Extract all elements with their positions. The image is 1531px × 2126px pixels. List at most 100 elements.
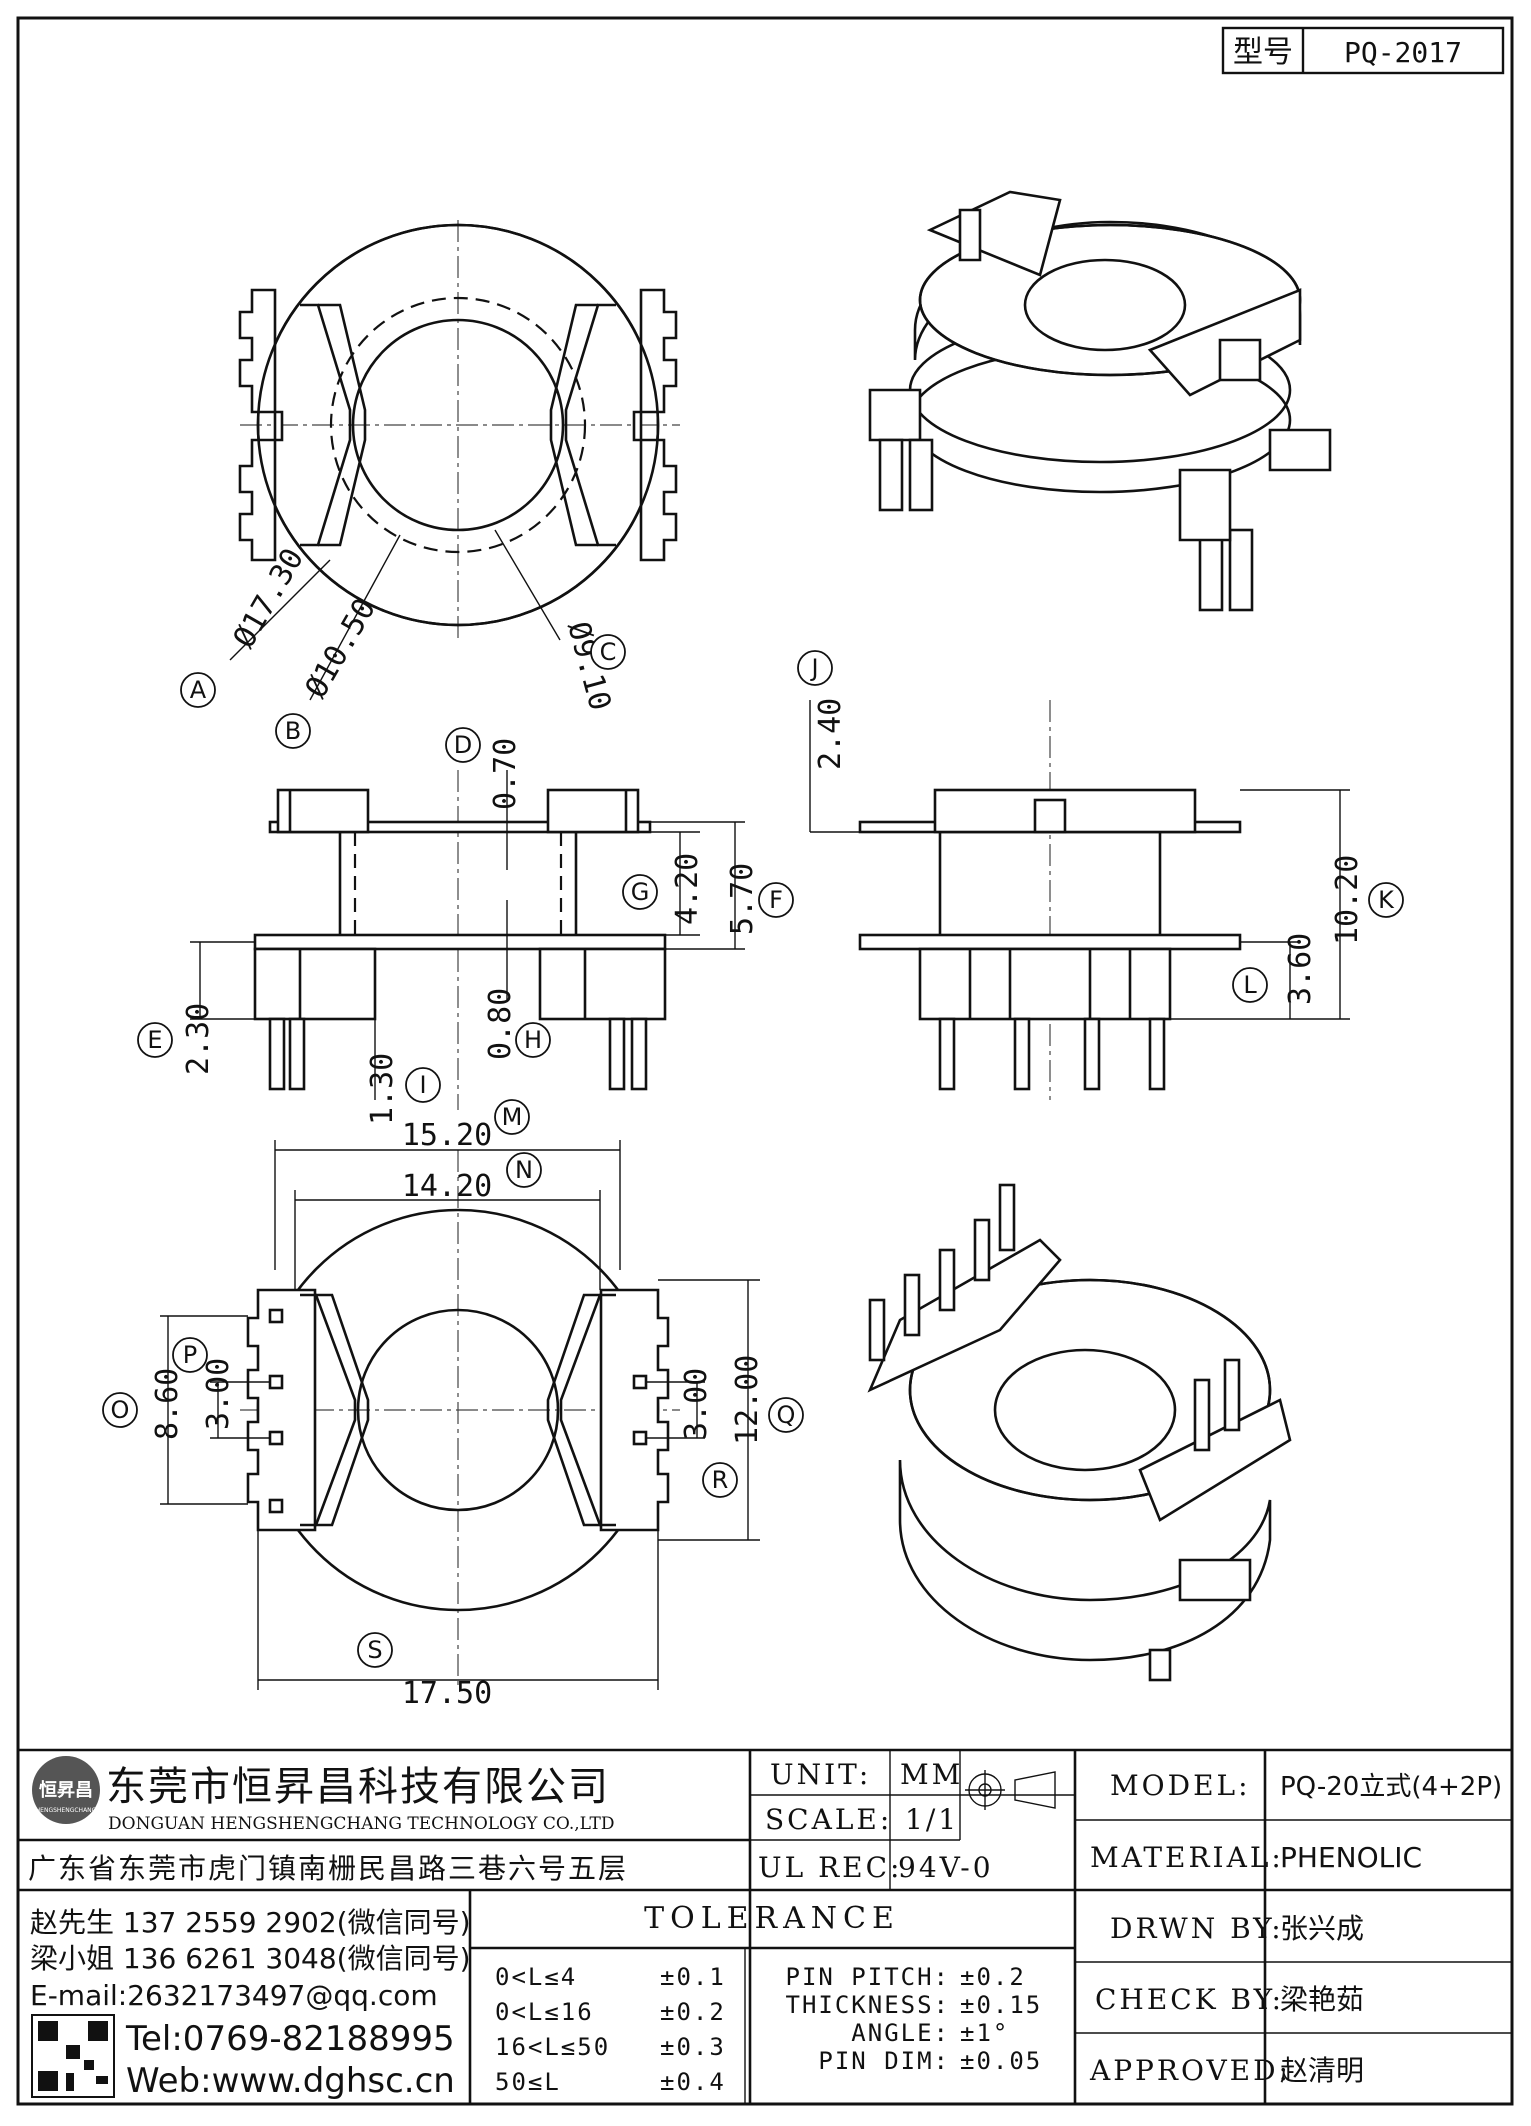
iso-view-bottom <box>867 1183 1292 1682</box>
ulrec-value: 94V-0 <box>898 1851 994 1884</box>
model-tag-label: 型号 <box>1233 35 1293 70</box>
dim-C: Ø9.10 C <box>560 618 626 714</box>
ulrec-label: UL REC: <box>758 1851 902 1884</box>
dim-D: 0.70 D <box>445 727 523 810</box>
dim-D-value: 0.70 <box>488 738 523 810</box>
dim-G: 4.20 G <box>622 853 705 925</box>
dim-J-label: J <box>809 654 818 682</box>
dim-Q-label: Q <box>777 1401 796 1429</box>
dim-E-value: 2.30 <box>181 1003 216 1075</box>
dim-R-value: 3.00 <box>679 1368 714 1440</box>
material-value: PHENOLIC <box>1280 1841 1422 1874</box>
dim-Q: 12.00 Q <box>730 1355 804 1445</box>
dim-S-value: 17.50 <box>402 1676 492 1711</box>
tolerance-rows: 0<L≤4 ±0.1 0<L≤16 ±0.2 16<L≤50 ±0.3 50≤L… <box>495 1963 726 2096</box>
dim-K-value: 10.20 <box>1330 855 1365 945</box>
scale-value: 1/1 <box>905 1803 959 1836</box>
dim-C-label: C <box>600 638 617 666</box>
dim-N: 14.20 N <box>402 1152 542 1204</box>
dim-I-label: I <box>419 1071 426 1099</box>
tol-range-3: 16<L≤50 <box>495 2033 610 2061</box>
qr-code-icon <box>31 2014 115 2098</box>
tol-extra-label-2: THICKNESS: <box>786 1991 951 2019</box>
logo-subtext: HENGSHENGCHANG <box>36 1807 97 1814</box>
front-view <box>190 770 745 1110</box>
contact-web: Web:www.dghsc.cn <box>126 2061 455 2101</box>
logo-text: 恒昇昌 <box>39 1779 93 1801</box>
dim-O-label: O <box>111 1396 130 1424</box>
dim-J: 2.40 J <box>797 650 848 770</box>
company-name-cn: 东莞市恒昇昌科技有限公司 <box>106 1764 610 1810</box>
contact-tel: Tel:0769-82188995 <box>125 2019 455 2059</box>
tol-range-2: 0<L≤16 <box>495 1998 594 2026</box>
dim-A: Ø17.30 A <box>180 543 311 708</box>
dim-B-label: B <box>285 717 301 745</box>
dim-A-label: A <box>190 676 207 704</box>
dim-G-value: 4.20 <box>670 853 705 925</box>
dim-R: 3.00 R <box>679 1368 738 1498</box>
dim-D-label: D <box>454 731 472 759</box>
dim-E-label: E <box>147 1026 162 1054</box>
approved-label: APPROVED: <box>1089 2054 1291 2087</box>
dim-H-label: H <box>524 1026 542 1054</box>
tol-extra-value-1: ±0.2 <box>960 1963 1026 1991</box>
dim-S-label: S <box>367 1636 382 1664</box>
drawn-label: DRWN BY: <box>1110 1912 1284 1945</box>
tol-extra-value-3: ±1° <box>960 2019 1009 2047</box>
approved-value: 赵清明 <box>1280 2054 1364 2087</box>
check-value: 梁艳茹 <box>1280 1983 1364 2016</box>
tol-range-4: 50≤L <box>495 2068 561 2096</box>
dim-I-value: 1.30 <box>365 1053 400 1125</box>
tol-extra-label-1: PIN PITCH: <box>786 1963 951 1991</box>
bottom-view <box>160 1140 760 1690</box>
dim-F-label: F <box>769 886 783 914</box>
tol-value-2: ±0.2 <box>660 1998 726 2026</box>
tol-extra-label-3: ANGLE: <box>851 2019 950 2047</box>
model-label: MODEL: <box>1110 1769 1251 1802</box>
dim-N-value: 14.20 <box>402 1169 492 1204</box>
projection-symbol-icon <box>965 1770 1056 1810</box>
dim-O-value: 8.60 <box>150 1368 185 1440</box>
tol-extra-value-4: ±0.05 <box>960 2047 1042 2075</box>
contact-email: E-mail:2632173497@qq.com <box>30 1979 438 2012</box>
dim-Q-value: 12.00 <box>730 1355 765 1445</box>
dim-O: 8.60 O <box>102 1368 185 1440</box>
unit-label: UNIT: <box>770 1758 871 1791</box>
dim-J-value: 2.40 <box>813 698 848 770</box>
dim-F: 5.70 F <box>725 863 794 935</box>
dim-B: Ø10.50 B <box>275 593 383 749</box>
tolerance-title: TOLERANCE <box>644 1901 900 1936</box>
tolerance-extra: PIN PITCH: ±0.2 THICKNESS: ±0.15 ANGLE: … <box>786 1963 1042 2075</box>
dim-H: 0.80 H <box>483 988 551 1060</box>
company-address: 广东省东莞市虎门镇南栅民昌路三巷六号五层 <box>28 1852 628 1885</box>
tol-value-1: ±0.1 <box>660 1963 726 1991</box>
scale-label: SCALE: <box>765 1803 892 1836</box>
drawing-frame <box>16 16 1514 2106</box>
dim-E: 2.30 E <box>137 1003 216 1075</box>
title-block: 恒昇昌 HENGSHENGCHANG 东莞市恒昇昌科技有限公司 DONGUAN … <box>18 1748 1512 2104</box>
company-logo: 恒昇昌 HENGSHENGCHANG <box>32 1756 100 1824</box>
model-tag: 型号 PQ-2017 <box>1221 26 1505 75</box>
dim-P-label: P <box>183 1341 197 1369</box>
dim-M-value: 15.20 <box>402 1118 492 1153</box>
unit-value: MM <box>900 1758 963 1791</box>
contact-2: 梁小姐 136 6261 3048(微信同号) <box>30 1942 471 1975</box>
drawn-value: 张兴成 <box>1280 1912 1364 1945</box>
dim-L-label: L <box>1243 971 1257 999</box>
dim-F-value: 5.70 <box>725 863 760 935</box>
dim-S: 17.50 S <box>357 1632 492 1711</box>
dim-M: 15.20 M <box>402 1099 530 1153</box>
side-view <box>809 700 1350 1100</box>
check-label: CHECK BY: <box>1095 1983 1284 2016</box>
tol-range-1: 0<L≤4 <box>495 1963 577 1991</box>
tol-value-3: ±0.3 <box>660 2033 726 2061</box>
dim-L-value: 3.60 <box>1283 933 1318 1005</box>
iso-view-top <box>868 190 1332 612</box>
tol-extra-label-4: PIN DIM: <box>818 2047 950 2075</box>
dim-K: 10.20 K <box>1330 855 1404 945</box>
dim-P-value: 3.00 <box>201 1358 236 1430</box>
dim-M-label: M <box>502 1103 523 1131</box>
model-value: PQ-20立式(4+2P) <box>1280 1772 1502 1802</box>
